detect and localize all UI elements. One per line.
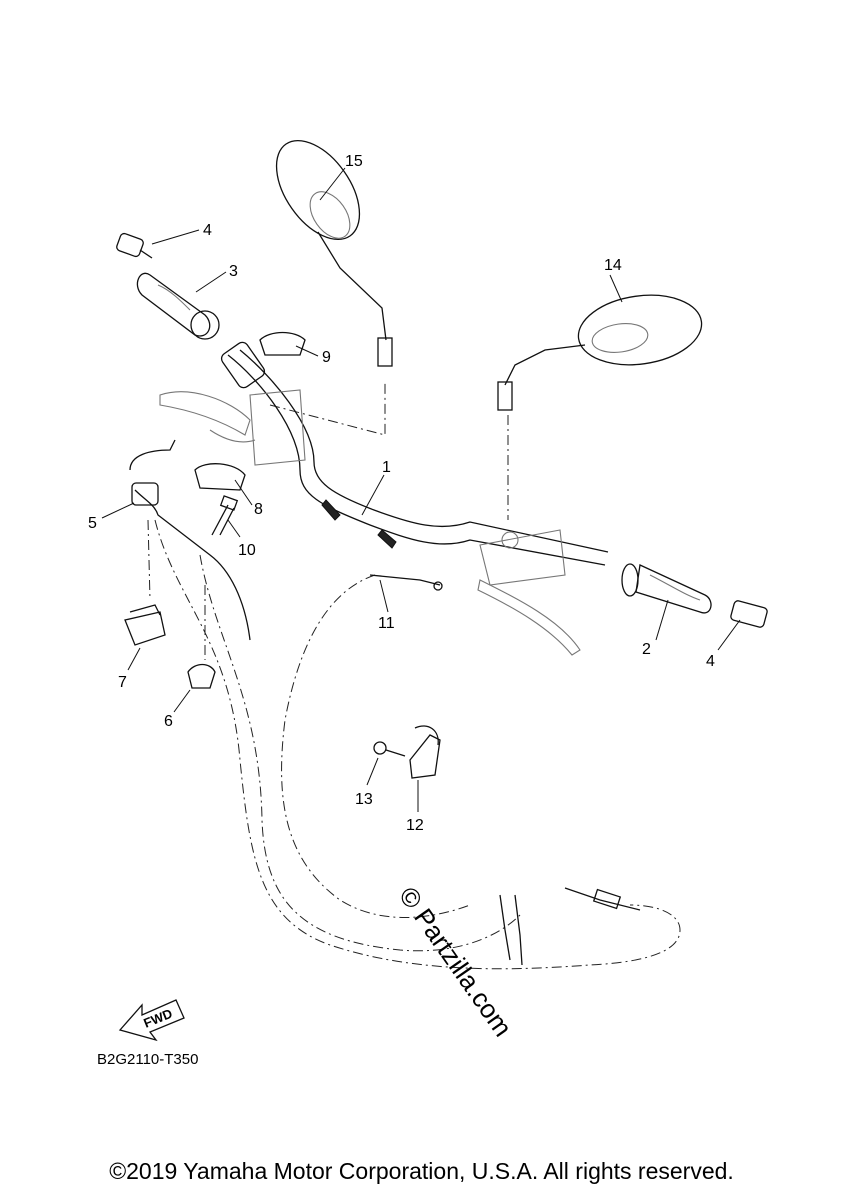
clutch-cable[interactable] <box>369 574 443 591</box>
right-lever-assembly <box>477 529 581 656</box>
reference-code: B2G2110-T350 <box>97 1051 198 1068</box>
callout-2: 2 <box>642 641 651 658</box>
leader-lines <box>101 167 741 812</box>
callout-13: 13 <box>355 791 373 808</box>
callout-5: 5 <box>88 515 97 532</box>
bolt[interactable] <box>211 495 239 536</box>
grip-right[interactable] <box>621 563 712 614</box>
callout-1: 1 <box>382 459 391 476</box>
mirror-right[interactable] <box>497 288 706 411</box>
fwd-arrow: FWD <box>118 999 185 1042</box>
callout-6: 6 <box>164 713 173 730</box>
callout-7: 7 <box>118 674 127 691</box>
watermark: © Partzilla.com <box>393 881 518 1042</box>
grip-end-right[interactable] <box>730 600 768 628</box>
callout-3: 3 <box>229 263 238 280</box>
copyright-notice: ©2019 Yamaha Motor Corporation, U.S.A. A… <box>109 1158 734 1184</box>
callout-9: 9 <box>322 349 331 366</box>
callout-10: 10 <box>238 542 256 559</box>
callout-14: 14 <box>604 257 622 274</box>
holder[interactable] <box>259 331 306 356</box>
screw[interactable] <box>373 741 406 757</box>
callout-12: 12 <box>406 817 424 834</box>
cable-ends <box>499 887 641 966</box>
mirror-left[interactable] <box>260 126 393 367</box>
grip-end-left[interactable] <box>116 232 153 259</box>
cable-routing <box>147 380 681 970</box>
callout-15: 15 <box>345 153 363 170</box>
grip-left[interactable] <box>136 272 220 340</box>
clamp-holder[interactable] <box>194 463 246 491</box>
handlebar[interactable] <box>219 340 609 566</box>
left-lever-assembly <box>159 389 306 466</box>
callout-11: 11 <box>378 615 395 632</box>
cable-holder[interactable] <box>187 663 216 689</box>
throttle-cable[interactable] <box>129 439 251 641</box>
callout-numbers: 15 4 3 14 9 1 8 5 10 11 2 4 7 6 13 12 <box>88 153 715 834</box>
callout-8: 8 <box>254 501 263 518</box>
bracket[interactable] <box>409 725 441 779</box>
callout-4-right: 4 <box>706 653 715 670</box>
callout-4-left: 4 <box>203 222 212 239</box>
cable-guide[interactable] <box>124 604 166 646</box>
